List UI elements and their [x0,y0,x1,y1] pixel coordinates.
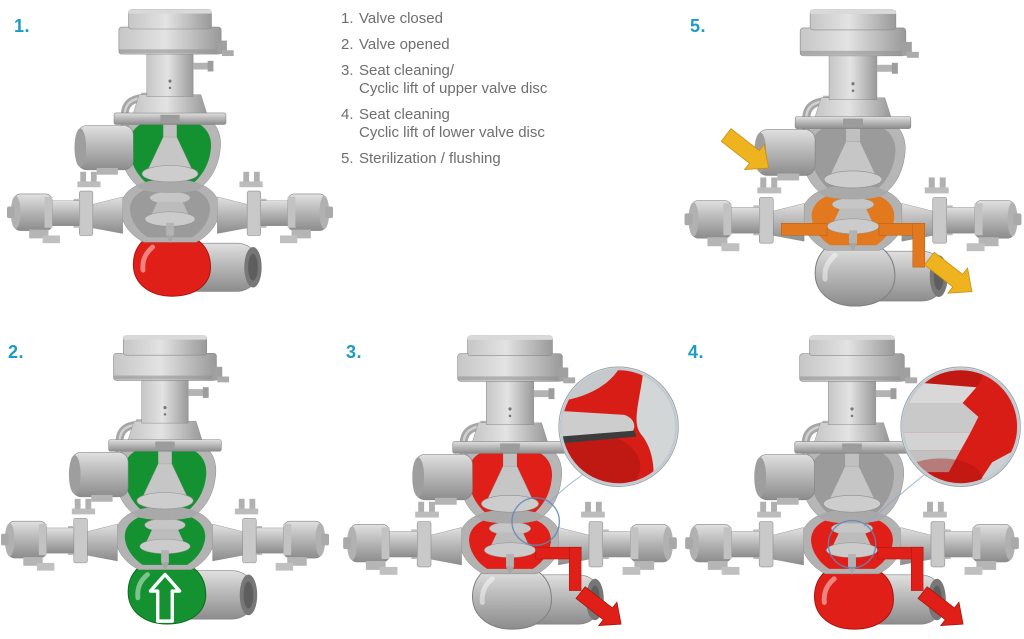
left-seat-lift-actuator [0,498,118,571]
valve-illustration-opened [0,328,330,639]
annotation-circle [827,519,877,569]
lower-outlet-bulb [813,566,894,630]
panel-valve-closed: 1. [6,2,334,316]
valve-illustration-closed [6,2,334,316]
lower-valve-body [114,512,216,571]
right-seat-lift-actuator [217,171,334,244]
valve-diagram [0,335,330,625]
legend-item-text-2: Cyclic lift of lower valve disc [359,124,545,141]
valve-illustration-seat-clean-lower [680,328,1024,639]
legend-item-number: 1. [341,10,354,27]
upper-valve-body [119,117,221,194]
actuator-assembly [113,9,234,125]
right-seat-lift-actuator [212,498,330,571]
lower-valve-body [801,515,903,575]
leakage-outlet-path [877,546,924,591]
valve-diagram [684,9,1022,307]
legend-item-text: Valve opened [359,36,450,53]
legend-item-number: 2. [341,36,354,53]
inset-border [901,367,1020,486]
lower-valve-body [120,185,220,244]
actuator-assembly [452,335,576,454]
valve-diagram [6,9,334,297]
valve-illustration-seat-clean-upper [338,328,682,639]
valve-diagram [685,335,1021,630]
actuator-assembly [794,9,919,129]
panel-number-4: 4. [688,342,705,362]
legend-item-2: 2. Valve opened [341,36,673,54]
panel-sterilization-flushing: 5. [682,2,1024,316]
legend-item-5: 5. Sterilization / flushing [341,150,673,168]
inset-connector-line [547,473,584,505]
flow-out-arrow [575,586,622,627]
panel-number-3: 3. [346,342,363,362]
right-seat-lift-actuator [900,501,1019,575]
left-seat-lift-actuator [343,501,462,575]
valve-illustration-sterilization [682,2,1024,316]
panel-valve-opened: 2. [0,328,330,639]
lower-outlet-bulb [127,562,207,625]
legend-item-text: Valve closed [359,10,443,27]
legend-item-number: 5. [341,150,354,167]
legend-item-number: 3. [341,62,354,79]
panel-number-1: 1. [14,16,31,36]
left-seat-lift-actuator [685,501,804,575]
actuator-assembly [108,335,230,452]
annotation-circle [511,497,561,546]
flow-up-arrow [148,572,182,623]
upper-valve-body [799,446,905,524]
flow-in-arrow [720,128,770,171]
legend-item-number: 4. [341,106,354,123]
lower-outlet-bulb [471,566,552,630]
legend-item-text: Seat cleaning [359,106,450,123]
lower-outlet-bulb [132,235,212,297]
legend-item-3: 3. Seat cleaning/Cyclic lift of upper va… [341,62,673,98]
left-seat-lift-actuator [684,177,805,252]
upper-valve-body [457,446,563,524]
left-seat-lift-actuator [6,171,123,244]
panel-number-2: 2. [8,342,25,362]
leakage-outlet-path [535,546,582,591]
panel-seat-cleaning-lower: 4. [680,328,1024,639]
actuator-assembly [794,335,918,454]
leakage-outlet-path [780,223,926,268]
legend-item-text: Sterilization / flushing [359,150,501,167]
lower-valve-body [801,191,905,252]
lower-valve-body [459,515,561,575]
cip-air-cylinder [74,92,153,175]
flow-out-arrow [917,586,964,627]
legend-list: 1. Valve closed 2. Valve opened 3. Seat … [341,10,673,176]
upper-valve-body [800,121,906,200]
right-seat-lift-actuator [558,501,677,575]
inset-border [559,367,678,486]
legend-item-text: Seat cleaning/ [359,62,455,79]
valve-diagram [343,335,679,630]
lower-outlet-bulb [814,243,896,307]
panel-seat-cleaning-upper: 3. [338,328,682,639]
legend-item-text-2: Cyclic lift of upper valve disc [359,80,548,97]
legend-item-1: 1. Valve closed [341,10,673,28]
inset-connector-line [863,473,926,527]
panel-number-5: 5. [690,16,707,36]
upper-valve-body [113,444,217,521]
flow-out-arrow [924,251,973,294]
